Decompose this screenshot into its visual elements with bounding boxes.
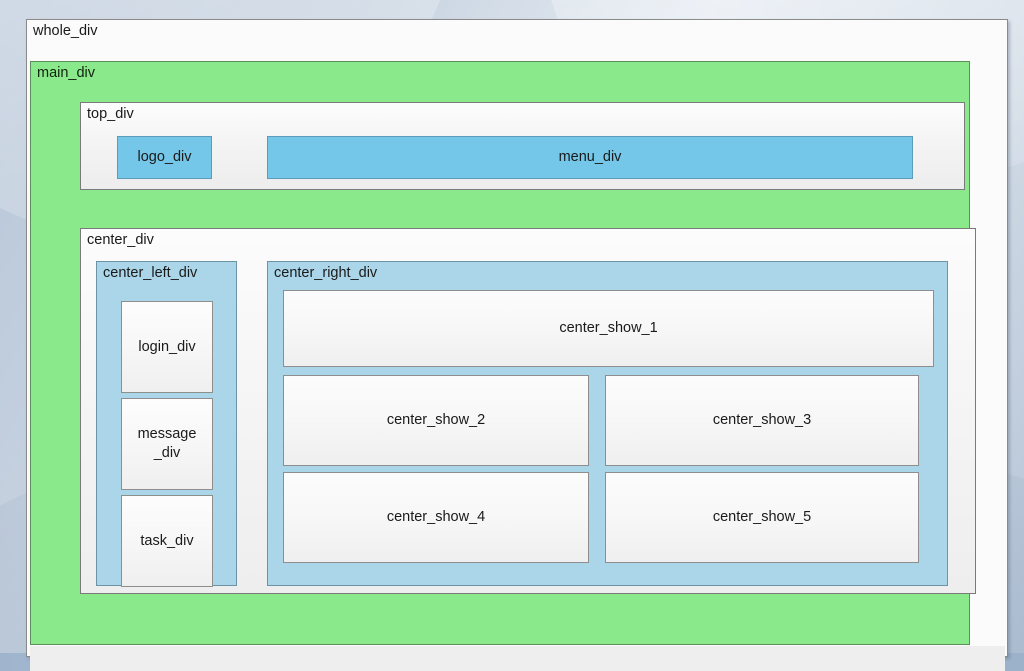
- center-show-4-label: center_show_4: [386, 509, 486, 525]
- whole-div-container[interactable]: whole_div main_div top_div logo_div menu…: [26, 19, 1008, 671]
- main-div-label: main_div: [37, 65, 96, 81]
- center-show-2-label: center_show_2: [386, 412, 486, 428]
- center-right-div-container[interactable]: center_right_div center_show_1 center_sh…: [267, 261, 948, 586]
- center-show-3-label: center_show_3: [712, 412, 812, 428]
- center-div-container[interactable]: center_div center_left_div login_div mes…: [80, 228, 976, 594]
- center-show-2-block[interactable]: center_show_2: [283, 375, 589, 466]
- task-div-label: task_div: [140, 532, 194, 549]
- login-div-block[interactable]: login_div: [121, 301, 213, 393]
- message-div-label: message _div: [137, 426, 197, 461]
- message-div-block[interactable]: message _div: [121, 398, 213, 490]
- top-div-container[interactable]: top_div logo_div menu_div: [80, 102, 965, 190]
- logo-div-label: logo_div: [137, 149, 192, 165]
- center-show-4-block[interactable]: center_show_4: [283, 472, 589, 563]
- whole-div-label: whole_div: [33, 23, 98, 39]
- menu-div-label: menu_div: [558, 149, 622, 165]
- login-div-label: login_div: [138, 338, 196, 355]
- whole-div-footer-area: [30, 646, 1005, 671]
- main-div-container[interactable]: main_div top_div logo_div menu_div cente…: [30, 61, 976, 645]
- center-show-5-block[interactable]: center_show_5: [605, 472, 919, 563]
- center-show-3-block[interactable]: center_show_3: [605, 375, 919, 466]
- center-show-1-block[interactable]: center_show_1: [283, 290, 934, 367]
- center-left-div-label: center_left_div: [103, 265, 198, 281]
- center-show-5-label: center_show_5: [712, 509, 812, 525]
- center-show-1-label: center_show_1: [559, 320, 658, 336]
- task-div-block[interactable]: task_div: [121, 495, 213, 587]
- center-left-div-container[interactable]: center_left_div login_div message _div t…: [96, 261, 237, 587]
- menu-div-block[interactable]: menu_div: [267, 136, 913, 179]
- center-div-label: center_div: [87, 232, 154, 248]
- logo-div-block[interactable]: logo_div: [117, 136, 212, 179]
- center-right-div-label: center_right_div: [274, 265, 378, 281]
- top-div-label: top_div: [87, 106, 134, 122]
